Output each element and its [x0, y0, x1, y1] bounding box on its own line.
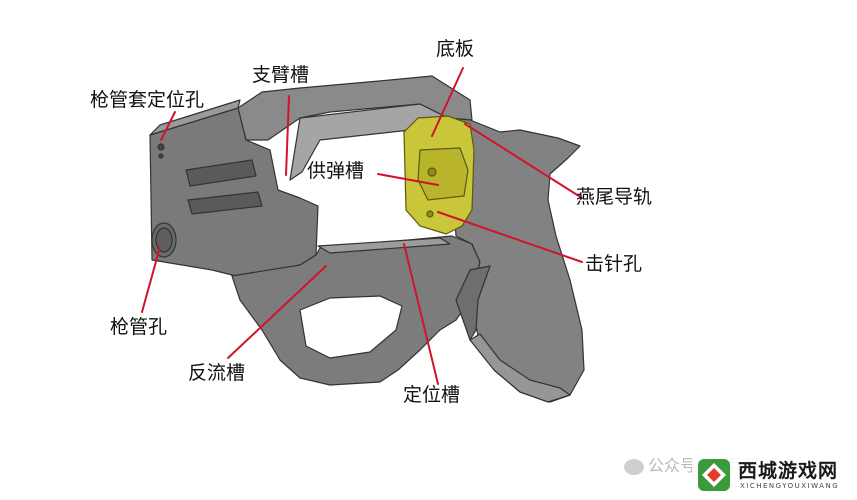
leader-dovetail-rail	[464, 123, 583, 199]
label-backflow-slot: 反流槽	[188, 362, 246, 384]
leader-positioning-slot	[403, 243, 439, 385]
wechat-icon	[624, 458, 644, 475]
site-logo-icon	[698, 459, 730, 491]
site-url: XICHENGYOUXIWANG	[740, 482, 840, 490]
leader-barrel-hole	[141, 246, 161, 313]
label-firing-pin-hole: 击针孔	[585, 253, 643, 275]
leader-backflow-slot	[227, 265, 327, 359]
label-feed-slot: 供弹槽	[307, 160, 365, 182]
label-dovetail-rail: 燕尾导轨	[576, 186, 653, 208]
site-watermark: 西城游戏网 XICHENGYOUXIWANG	[692, 452, 856, 498]
site-name: 西城游戏网	[738, 460, 839, 482]
frame-body	[149, 75, 585, 403]
label-barrel-sleeve-hole: 枪管套定位孔	[90, 89, 205, 111]
leader-arm-slot	[285, 95, 290, 176]
label-barrel-hole: 枪管孔	[110, 316, 168, 338]
leader-firing-pin-hole	[437, 211, 583, 263]
base-plate-part	[403, 115, 475, 235]
leader-lines	[141, 67, 583, 385]
label-base-plate: 底板	[436, 38, 475, 60]
leader-barrel-sleeve-hole	[160, 111, 176, 141]
label-positioning-slot: 定位槽	[403, 384, 461, 406]
label-arm-slot: 支臂槽	[252, 64, 310, 86]
leader-feed-slot	[377, 173, 439, 186]
leader-base-plate	[431, 67, 464, 137]
